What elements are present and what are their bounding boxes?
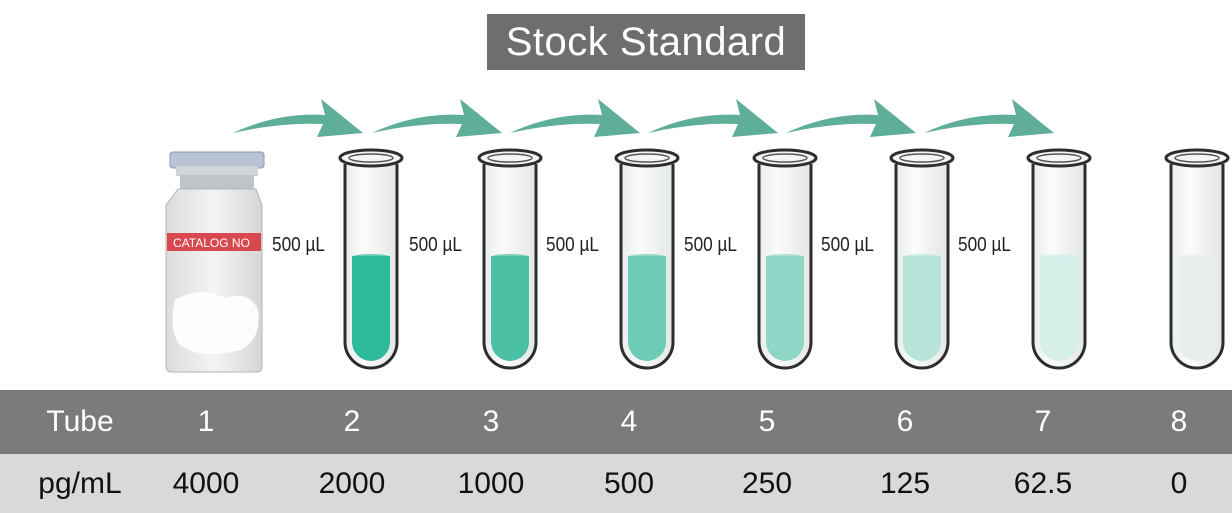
tube-number-row: Tube 1 2 3 4 5 6 7 8 [0, 390, 1232, 454]
dilution-scene: CATALOG NO [165, 99, 1230, 373]
tube-number-cell: 7 [1034, 405, 1052, 438]
concentration-cell: 2000 [318, 466, 386, 500]
tube-number-cell: 5 [758, 405, 776, 438]
concentration-cell: 1000 [457, 466, 525, 500]
tube-liquid [1178, 256, 1216, 361]
concentration-row: pg/mL 4000 2000 1000 500 250 125 62.5 0 [0, 454, 1232, 513]
tube-liquid [766, 256, 804, 361]
transfer-arrow [233, 99, 363, 137]
transfer-arrow [648, 99, 778, 137]
test-tube [477, 148, 543, 370]
diagram-title: Stock Standard [487, 14, 805, 70]
tube-liquid [903, 256, 941, 361]
transfer-volume-label: 500 µL [546, 234, 599, 256]
concentration-cell: 250 [741, 466, 793, 500]
tube-number-cell: 8 [1170, 405, 1188, 438]
tube-liquid [352, 256, 390, 361]
tube-liquid [628, 256, 666, 361]
transfer-volume-label: 500 µL [409, 234, 462, 256]
stock-vial: CATALOG NO [165, 151, 265, 373]
test-tube [752, 148, 818, 370]
tube-number-cell: 2 [343, 405, 361, 438]
transfer-volume-label: 500 µL [684, 234, 737, 256]
concentration-cell: 125 [879, 466, 931, 500]
tube-liquid [1040, 256, 1078, 361]
transfer-arrow [372, 99, 502, 137]
transfer-volume-label: 500 µL [821, 234, 874, 256]
tube-number-cell: 6 [896, 405, 914, 438]
transfer-arrows [233, 99, 1054, 137]
transfer-arrow [924, 99, 1054, 137]
tube-number-cell: 3 [482, 405, 500, 438]
concentration-header: pg/mL [38, 466, 122, 500]
tube-number-cell: 4 [620, 405, 638, 438]
concentration-cell: 0 [1170, 466, 1188, 500]
vial-label-text: CATALOG NO [173, 236, 250, 250]
tube-header: Tube [46, 405, 114, 438]
tube-number-cell: 1 [197, 405, 215, 438]
test-tube [614, 148, 680, 370]
test-tube [338, 148, 404, 370]
test-tube [889, 148, 955, 370]
transfer-arrow [786, 99, 916, 137]
transfer-volume-label: 500 µL [958, 234, 1011, 256]
transfer-arrow [510, 99, 640, 137]
test-tube [1164, 148, 1230, 370]
test-tubes [338, 148, 1230, 370]
concentration-cell: 500 [603, 466, 655, 500]
vial-label-band [167, 233, 261, 251]
transfer-volume-label: 500 µL [272, 234, 325, 256]
tube-liquid [491, 256, 529, 361]
concentration-cell: 4000 [172, 466, 240, 500]
concentration-cell: 62.5 [1013, 466, 1073, 500]
test-tube [1026, 148, 1092, 370]
